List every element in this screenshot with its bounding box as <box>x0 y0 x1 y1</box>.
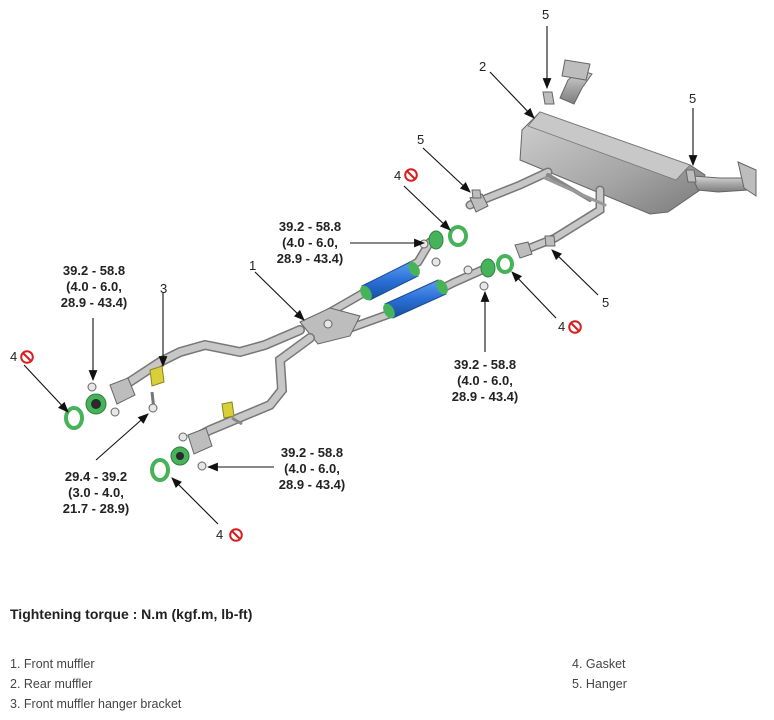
junction-plate <box>299 307 361 345</box>
callout-5-lower: 5 <box>602 295 610 310</box>
callout-4-left: 4 <box>10 349 18 364</box>
legend-item: 1. Front muffler <box>10 657 95 671</box>
callout-2: 2 <box>479 59 487 74</box>
callout-5-right: 5 <box>689 91 697 106</box>
leader-lines <box>23 26 698 525</box>
gaskets <box>64 225 514 482</box>
exhaust-system-diagram <box>23 26 757 525</box>
no-reuse-icon <box>20 350 34 364</box>
callout-4-right: 4 <box>558 319 566 334</box>
front-muffler-resonators <box>360 261 448 319</box>
torque-label-right-mid: 39.2 - 58.8 (4.0 - 6.0, 28.9 - 43.4) <box>451 357 519 404</box>
front-bottom-flange <box>170 427 213 471</box>
front-left-flange <box>85 377 136 417</box>
torque-label-hanger-bolt: 29.4 - 39.2 (3.0 - 4.0, 21.7 - 28.9) <box>62 469 130 516</box>
legend-item: 2. Rear muffler <box>10 677 93 691</box>
rear-muffler <box>519 59 757 215</box>
no-reuse-icon <box>404 168 418 182</box>
legend-left: 1. Front muffler 2. Rear muffler 3. Fron… <box>10 654 181 714</box>
callout-5-mid: 5 <box>417 132 425 147</box>
legend-item: 4. Gasket <box>572 657 626 671</box>
torque-units-title: Tightening torque : N.m (kgf.m, lb-ft) <box>10 606 253 622</box>
no-reuse-icon <box>229 528 243 542</box>
callout-4-bottom: 4 <box>216 527 224 542</box>
center-flanges <box>419 230 496 291</box>
callout-4-top: 4 <box>394 168 402 183</box>
callout-1: 1 <box>249 258 257 273</box>
rear-pipes <box>465 167 607 259</box>
torque-label-center-top: 39.2 - 58.8 (4.0 - 6.0, 28.9 - 43.4) <box>276 219 344 266</box>
legend-item: 3. Front muffler hanger bracket <box>10 697 182 711</box>
torque-label-front-left: 39.2 - 58.8 (4.0 - 6.0, 28.9 - 43.4) <box>60 263 128 310</box>
callout-5-top: 5 <box>542 7 550 22</box>
callout-3: 3 <box>160 281 168 296</box>
legend-right: 4. Gasket 5. Hanger <box>572 654 627 694</box>
front-muffler-hanger-bracket <box>148 365 243 426</box>
torque-label-bottom-mid: 39.2 - 58.8 (4.0 - 6.0, 28.9 - 43.4) <box>278 445 346 492</box>
no-reuse-icon <box>568 320 582 334</box>
legend-item: 5. Hanger <box>572 677 627 691</box>
